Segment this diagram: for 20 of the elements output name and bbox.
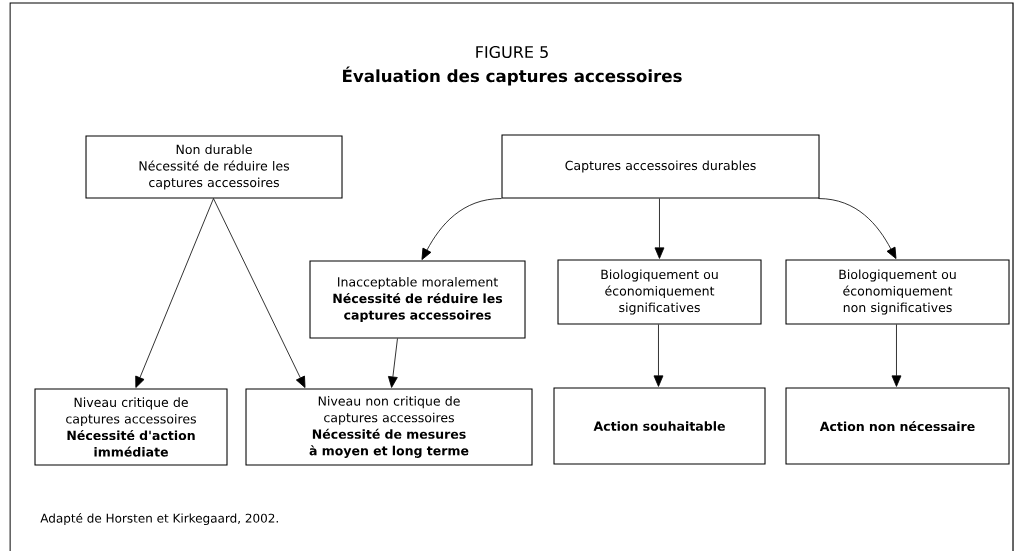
text-box: Non durable Nécessité de réduire les captures accessoires <box>85 135 343 199</box>
arrow <box>818 198 897 259</box>
arrow <box>213 198 306 388</box>
arrow <box>388 338 398 388</box>
text-box: Niveau critique de captures accessoires Nécessité d'action immédiate <box>34 388 228 466</box>
arrow <box>653 324 664 387</box>
arrow <box>891 324 902 387</box>
text-box: Action non nécessaire <box>785 387 1010 465</box>
arrow <box>654 198 665 259</box>
arrow <box>135 198 214 388</box>
figure-number: FIGURE 5 <box>476 45 548 59</box>
text-box: Inacceptable moralement Nécessité de réduire les captures accessoires <box>309 260 526 339</box>
text-box: Biologiquement ou économiquement non significatives <box>785 259 1010 325</box>
text-box: Biologiquement ou économiquement significatives <box>557 259 762 325</box>
text-box: Action souhaitable <box>553 387 766 465</box>
arrow <box>421 198 502 260</box>
source-note: Adapté de Horsten et Kirkegaard, 2002. <box>40 512 278 526</box>
text-box: Captures accessoires durables <box>501 134 820 199</box>
text-box: Niveau non critique de captures accessoires Nécessité de mesures à moyen et long terme <box>245 388 533 466</box>
title: Évaluation des captures accessoires <box>343 66 682 86</box>
